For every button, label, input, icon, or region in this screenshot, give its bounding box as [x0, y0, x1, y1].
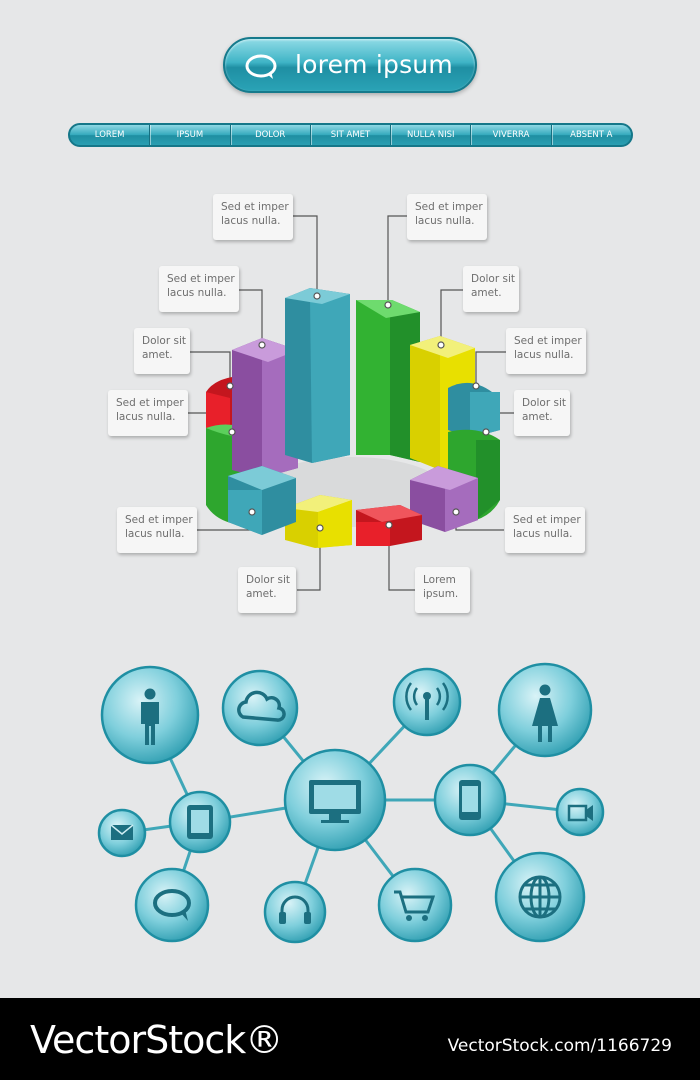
watermark-footer: VectorStock® VectorStock.com/1166729: [0, 998, 700, 1080]
smartphone-icon: [459, 780, 481, 820]
shopping-cart-icon: [394, 890, 436, 921]
icon-network: [97, 662, 605, 944]
headphones-icon: [279, 895, 311, 924]
search-label: lorem ipsum: [295, 50, 453, 79]
person-male-icon: [141, 688, 159, 745]
bar-teal-right: [448, 382, 500, 438]
bar-purple-front: [410, 466, 478, 532]
globe-icon: [518, 875, 562, 919]
nav-item-absent-a[interactable]: ABSENT A: [570, 130, 613, 140]
orb-headphones: [263, 880, 327, 944]
orb-chat: [134, 867, 210, 943]
watermark-url: VectorStock.com/1166729: [447, 1036, 672, 1056]
nav-item-nulla-nisi[interactable]: NULLA NISI: [391, 125, 472, 145]
bar-red-front: [356, 505, 422, 546]
nav-item-sit-amet[interactable]: SIT AMET: [311, 125, 392, 145]
nav-item-viverra[interactable]: VIVERRA: [471, 125, 552, 145]
tablet-icon: [187, 805, 213, 839]
search-button[interactable]: lorem ipsum: [223, 37, 477, 93]
chat-bubble-icon: [153, 889, 191, 921]
connector-dots: [226, 292, 490, 532]
bar-yellow-front: [285, 495, 352, 548]
monitor-icon: [309, 780, 361, 823]
orb-video-camera: [555, 787, 605, 837]
video-camera-icon: [567, 804, 593, 822]
orb-cloud: [221, 669, 299, 747]
orb-cart: [377, 867, 453, 943]
person-female-icon: [532, 684, 558, 742]
bar-teal-front: [228, 466, 296, 535]
chat-bubble-icon: [245, 54, 277, 79]
email-icon: [110, 824, 134, 840]
nav-item-ipsum[interactable]: IPSUM: [150, 125, 231, 145]
ring-bar-chart: [188, 215, 516, 591]
bar-teal-center: [285, 288, 350, 463]
wifi-tower-icon: [405, 682, 449, 720]
nav-item-lorem[interactable]: LOREM: [70, 125, 151, 145]
cloud-icon: [237, 690, 286, 722]
nav-item-dolor[interactable]: DOLOR: [231, 125, 311, 145]
nav-bar: LOREM IPSUM DOLOR SIT AMET NULLA NISI VI…: [68, 123, 633, 147]
watermark-logo: VectorStock®: [30, 1018, 283, 1062]
